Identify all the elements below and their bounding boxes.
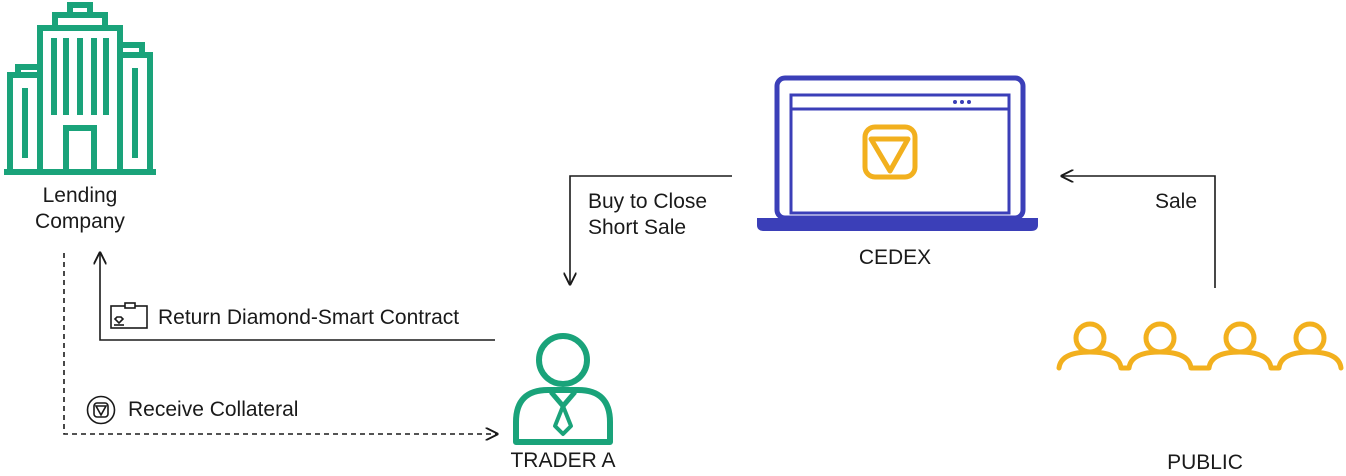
buy-close-label-line1: Buy to Close — [588, 190, 708, 213]
receive-collateral-arrow — [63, 253, 497, 434]
public-label: PUBLIC — [1167, 451, 1243, 474]
receive-collateral-label: Receive Collateral — [128, 398, 299, 421]
lending-label-line2: Company — [35, 210, 125, 233]
return-contract-arrow — [100, 253, 495, 341]
return-contract-label: Return Diamond-Smart Contract — [158, 306, 460, 329]
lending-label-line1: Lending — [42, 184, 118, 207]
diamond-coin-icon — [86, 395, 116, 425]
trader-label: TRADER A — [510, 449, 616, 472]
person-icon — [513, 333, 613, 445]
cedex-label: CEDEX — [858, 246, 932, 269]
buy-close-arrow — [570, 175, 732, 284]
laptop-icon — [757, 75, 1038, 231]
sale-arrow — [1062, 176, 1216, 288]
people-group-icon — [1056, 321, 1344, 371]
sale-label: Sale — [1155, 190, 1198, 213]
certificate-box-icon — [110, 302, 148, 329]
building-icon — [4, 2, 156, 175]
buy-close-label-line2: Short Sale — [588, 216, 687, 239]
